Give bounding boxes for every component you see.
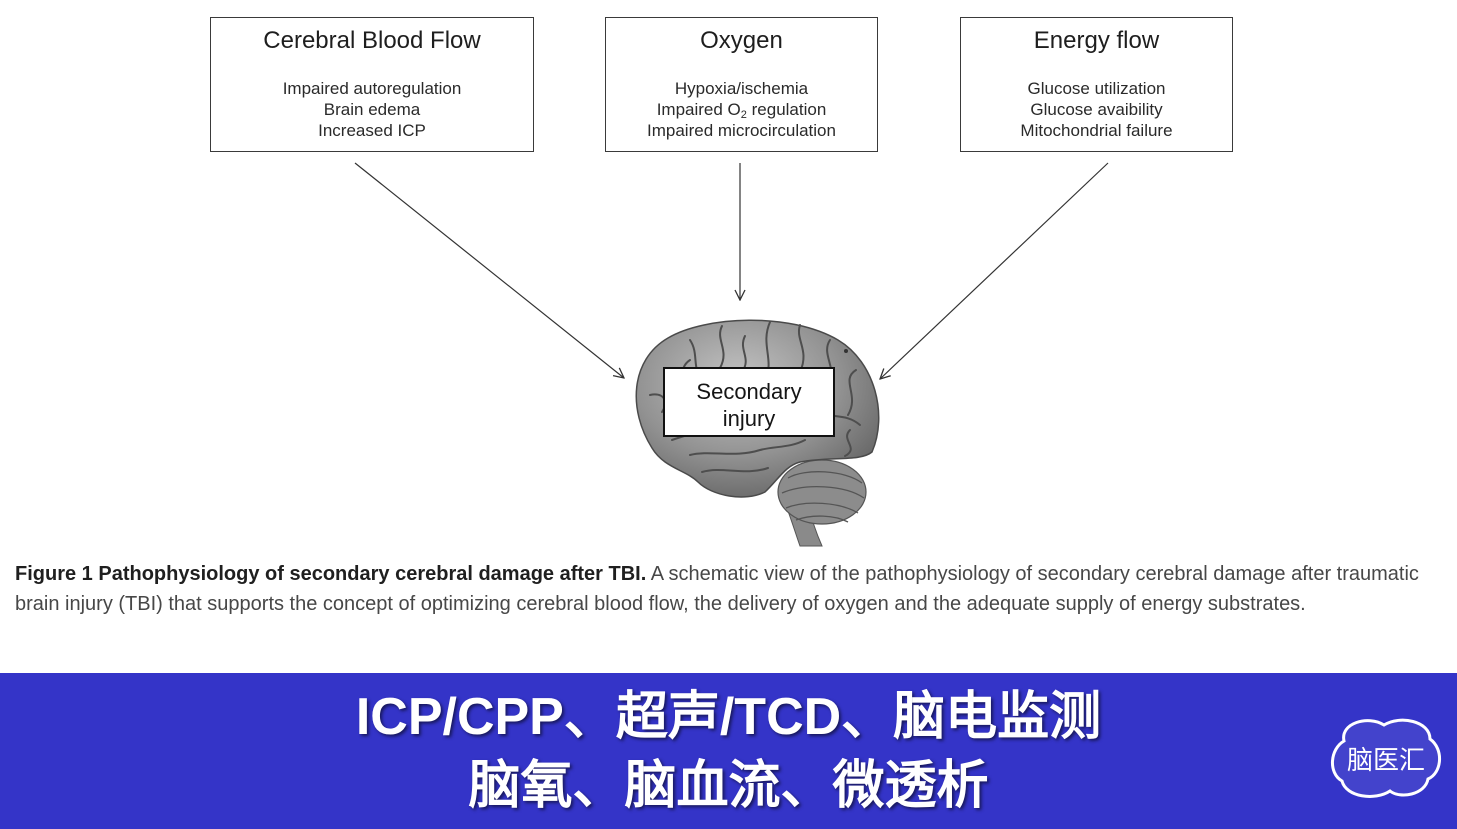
box-item: Glucose utilization: [1027, 79, 1166, 98]
box-item-text: regulation: [746, 100, 827, 119]
banner-line-2: 脑氧、脑血流、微透析: [468, 757, 989, 815]
box-title: Cerebral Blood Flow: [263, 27, 481, 54]
banner: ICP/CPP、超声/TCD、脑电监测 脑氧、脑血流、微透析 脑医汇: [0, 673, 1457, 829]
logo: 脑医汇: [1331, 718, 1441, 798]
box-item: Impaired autoregulation: [282, 79, 462, 98]
arrow-blood-flow-to-injury: [354, 162, 624, 378]
box-item: Mitochondrial failure: [1020, 121, 1173, 140]
caption-text: A schematic view of the pathophysiology …: [15, 563, 1419, 615]
box-title: Energy flow: [1033, 27, 1160, 54]
box-items: Hypoxia/ischemia Impaired O2 regulation …: [606, 78, 877, 141]
caption-label: Figure 1 Pathophysiology of secondary ce…: [15, 563, 647, 585]
secondary-injury-box: Secondary injury: [663, 367, 835, 437]
secondary-injury-line1: Secondary: [696, 379, 802, 404]
brain-marker-dot: [844, 349, 848, 353]
box-item: Hypoxia/ischemia: [674, 79, 809, 98]
box-items: Impaired autoregulation Brain edema Incr…: [211, 78, 533, 141]
banner-line-1: ICP/CPP、超声/TCD、脑电监测: [355, 688, 1102, 746]
arrow-energy-to-injury: [880, 162, 1109, 379]
box-item-o2-regulation: Impaired O2 regulation: [606, 99, 877, 121]
box-item: Glucose avaibility: [1030, 100, 1163, 119]
box-item: Brain edema: [323, 100, 421, 119]
box-oxygen: Oxygen Hypoxia/ischemia Impaired O2 regu…: [605, 17, 878, 152]
cerebellum-folia: [781, 471, 865, 523]
box-cerebral-blood-flow: Cerebral Blood Flow Impaired autoregulat…: [210, 17, 534, 152]
logo-text: 脑医汇: [1347, 745, 1425, 775]
box-title: Oxygen: [700, 27, 783, 54]
figure-caption: Figure 1 Pathophysiology of secondary ce…: [15, 559, 1435, 619]
box-item-text: Impaired O: [656, 100, 741, 119]
box-item: Impaired microcirculation: [647, 121, 836, 140]
box-item: Increased ICP: [318, 121, 426, 140]
logo-outline: [1331, 718, 1441, 798]
box-energy-flow: Energy flow Glucose utilization Glucose …: [960, 17, 1233, 152]
subscript: 2: [740, 109, 747, 121]
secondary-injury-line2: injury: [722, 406, 776, 431]
box-items: Glucose utilization Glucose avaibility M…: [961, 78, 1232, 141]
